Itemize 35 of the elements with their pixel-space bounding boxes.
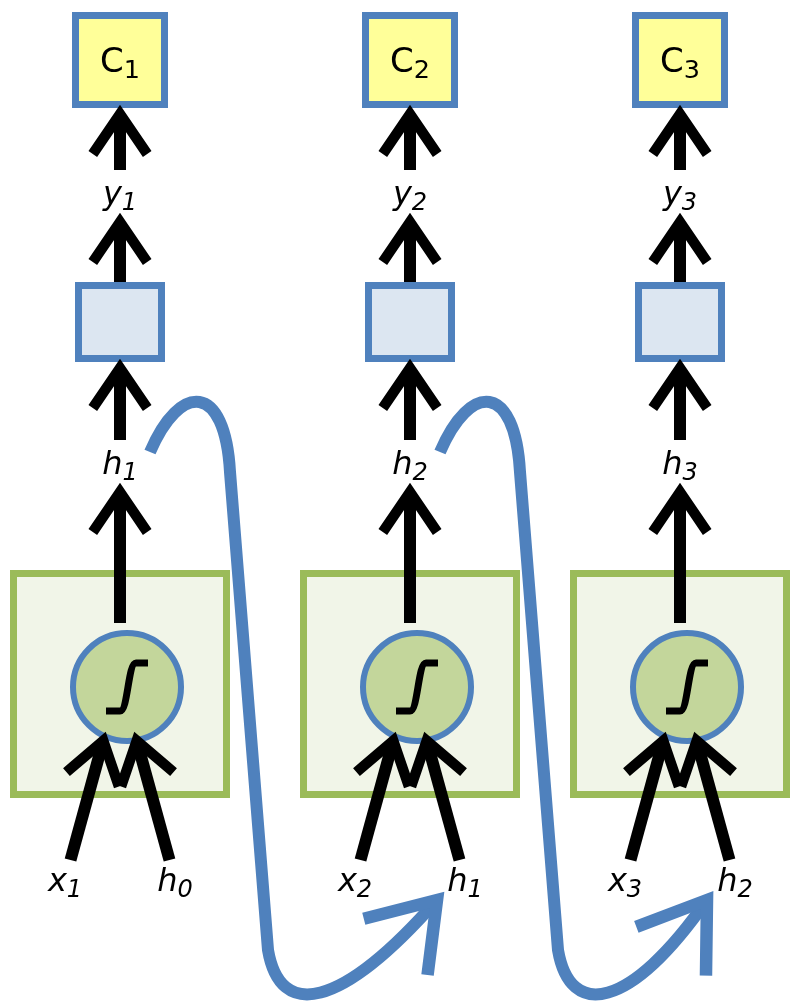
variable-label: x$_{3}$ <box>595 860 655 900</box>
variable-label: h$_{1}$ <box>90 440 150 486</box>
variable-label: h$_{2}$ <box>705 860 765 900</box>
variable-label: x$_{2}$ <box>325 860 385 900</box>
arrow <box>434 396 714 1001</box>
variable-label: h$_{2}$ <box>380 440 440 486</box>
variable-label: h$_{3}$ <box>650 440 710 486</box>
output-box: C$_{3}$ <box>632 12 728 108</box>
arrow <box>377 216 443 282</box>
variable-label: y$_{3}$ <box>650 170 710 216</box>
arrow <box>647 362 713 440</box>
cell-box <box>10 570 230 798</box>
variable-label: x$_{1}$ <box>35 860 95 900</box>
arrow <box>144 396 444 1001</box>
output-box: C$_{1}$ <box>72 12 168 108</box>
arrow <box>647 216 713 282</box>
arrow <box>377 486 443 623</box>
hidden-box <box>75 282 165 362</box>
arrow <box>87 216 153 282</box>
arrow <box>87 486 153 623</box>
arrow <box>647 486 713 623</box>
arrow <box>377 362 443 440</box>
arrow <box>377 108 443 170</box>
variable-label: y$_{2}$ <box>380 170 440 216</box>
variable-label: y$_{1}$ <box>90 170 150 216</box>
hidden-box <box>365 282 455 362</box>
arrow <box>647 108 713 170</box>
variable-label: h$_{0}$ <box>145 860 205 900</box>
hidden-box <box>635 282 725 362</box>
output-box: C$_{2}$ <box>362 12 458 108</box>
arrow <box>87 362 153 440</box>
variable-label: h$_{1}$ <box>435 860 495 900</box>
cell-box <box>300 570 520 798</box>
cell-box <box>570 570 790 798</box>
arrow <box>87 108 153 170</box>
